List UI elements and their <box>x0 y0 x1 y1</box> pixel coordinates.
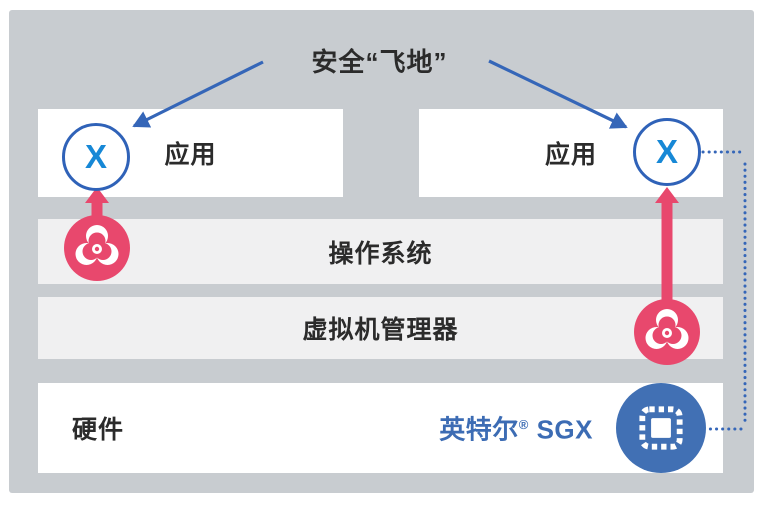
layer-application-left-label: 应用 <box>164 141 217 169</box>
layer-hypervisor-label: 虚拟机管理器 <box>302 316 459 344</box>
enclave-x-icon: X <box>84 138 107 175</box>
layer-hypervisor: 虚拟机管理器 <box>38 297 723 359</box>
layer-hardware-label: 硬件 <box>72 416 125 444</box>
biohazard-icon <box>64 215 130 281</box>
biohazard-icon <box>634 299 700 365</box>
malware-icon <box>64 215 130 281</box>
intel-sgx-label: 英特尔® SGX <box>439 410 593 447</box>
enclave-badge-left: X <box>62 123 130 191</box>
layer-operating-system-label: 操作系统 <box>328 239 433 268</box>
layer-application-right-label: 应用 <box>544 141 597 169</box>
registered-mark: ® <box>518 416 529 432</box>
malware-icon <box>634 299 700 365</box>
layer-operating-system: 操作系统 <box>38 219 723 284</box>
sgx-chip-badge <box>616 383 706 473</box>
enclave-x-icon: X <box>655 133 678 170</box>
layer-hardware: 硬件 英特尔® SGX <box>38 383 723 473</box>
enclave-badge-right: X <box>633 118 701 186</box>
intel-sgx-product: SGX <box>536 414 593 445</box>
intel-sgx-brand: 英特尔 <box>439 414 519 445</box>
processor-chip-icon <box>639 406 683 450</box>
diagram-title: 安全“飞地” <box>311 47 448 77</box>
